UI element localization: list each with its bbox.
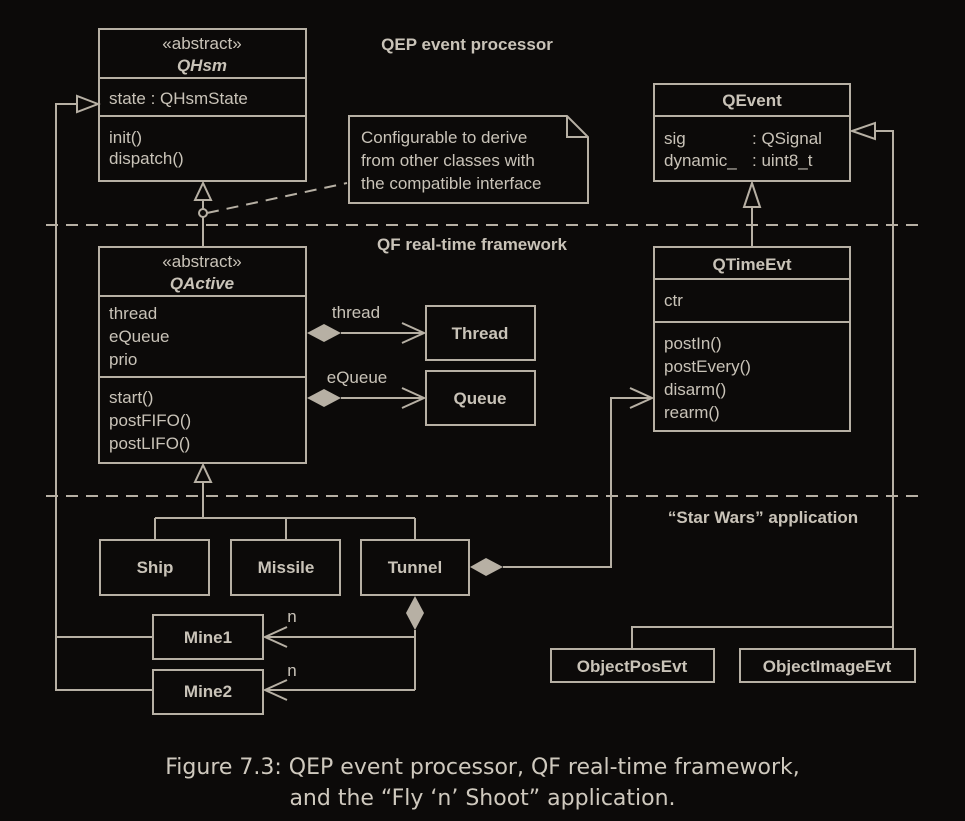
multiplicity-mine1: n [287, 607, 296, 626]
qhsm-attribute: state : QHsmState [109, 89, 248, 108]
qevent-attribute-name: dynamic_ [664, 151, 737, 170]
objectposevt-name: ObjectPosEvt [577, 657, 688, 676]
qtimeevt-operation: rearm() [664, 403, 720, 422]
generalization-qtimeevt-qevent [742, 179, 762, 247]
class-objectposevt[interactable]: ObjectPosEvt [550, 648, 715, 683]
section-title-qep: QEP event processor [381, 35, 553, 54]
section-title-app: “Star Wars” application [668, 508, 858, 527]
qactive-name: QActive [170, 274, 234, 293]
note-line: from other classes with [361, 151, 535, 170]
class-qtimeevt[interactable]: QTimeEvt ctr postIn() postEvery() disarm… [653, 246, 851, 432]
ship-name: Ship [137, 558, 174, 577]
generalization-qactive-qhsm [193, 180, 213, 247]
qhsm-operation: dispatch() [109, 149, 184, 168]
class-mine1[interactable]: Mine1 [152, 614, 264, 660]
class-tunnel[interactable]: Tunnel [360, 539, 470, 596]
class-thread[interactable]: Thread [425, 305, 536, 361]
note-line: the compatible interface [361, 174, 542, 193]
qtimeevt-operation: postIn() [664, 334, 722, 353]
qactive-attribute: thread [109, 304, 157, 323]
generalization-mines-qhsm [55, 94, 153, 691]
class-qhsm[interactable]: «abstract» QHsm state : QHsmState init()… [98, 28, 307, 182]
queue-name: Queue [454, 389, 507, 408]
composition-qactive-thread: thread [307, 303, 427, 344]
generalization-app-qactive [154, 462, 416, 540]
uml-class-diagram: QEP event processor QF real-time framewo… [46, 28, 918, 715]
qactive-attribute: eQueue [109, 327, 170, 346]
class-ship[interactable]: Ship [99, 539, 210, 596]
qevent-name: QEvent [722, 91, 782, 110]
figure-caption-line1: Figure 7.3: QEP event processor, QF real… [165, 755, 800, 780]
composition-tunnel-mines: n n [262, 596, 424, 701]
generalization-events-qevent [631, 121, 894, 649]
mine2-name: Mine2 [184, 682, 232, 701]
role-equeue: eQueue [327, 368, 388, 387]
tunnel-name: Tunnel [388, 558, 442, 577]
class-qevent[interactable]: QEvent sig : QSignal dynamic_ : uint8_t [653, 83, 851, 182]
section-title-qf: QF real-time framework [377, 235, 567, 254]
composition-tunnel-qtimeevt [470, 387, 655, 576]
role-thread: thread [332, 303, 380, 322]
missile-name: Missile [258, 558, 315, 577]
composition-qactive-queue: eQueue [307, 368, 427, 409]
qevent-attribute-type: : uint8_t [752, 151, 813, 170]
qactive-operation: postFIFO() [109, 411, 191, 430]
class-mine2[interactable]: Mine2 [152, 669, 264, 715]
qtimeevt-attribute: ctr [664, 291, 683, 310]
note-configurable: Configurable to derive from other classe… [348, 115, 589, 204]
qhsm-operation: init() [109, 128, 142, 147]
multiplicity-mine2: n [287, 661, 296, 680]
qactive-stereotype: «abstract» [162, 252, 241, 271]
qactive-operation: start() [109, 388, 153, 407]
class-qactive[interactable]: «abstract» QActive thread eQueue prio st… [98, 246, 307, 464]
objectimageevt-name: ObjectImageEvt [763, 657, 892, 676]
qtimeevt-operation: postEvery() [664, 357, 751, 376]
mine1-name: Mine1 [184, 628, 232, 647]
qhsm-name: QHsm [177, 56, 227, 75]
class-missile[interactable]: Missile [230, 539, 341, 596]
qevent-attribute-name: sig [664, 129, 686, 148]
figure-caption-line2: and the “Fly ‘n’ Shoot” application. [289, 786, 676, 811]
qhsm-stereotype: «abstract» [162, 34, 241, 53]
note-anchor-line [206, 182, 348, 214]
qactive-operation: postLIFO() [109, 434, 190, 453]
qactive-attribute: prio [109, 350, 137, 369]
class-objectimageevt[interactable]: ObjectImageEvt [739, 648, 916, 683]
thread-name: Thread [452, 324, 509, 343]
note-line: Configurable to derive [361, 128, 527, 147]
qtimeevt-name: QTimeEvt [712, 255, 791, 274]
qevent-attribute-type: : QSignal [752, 129, 822, 148]
class-queue[interactable]: Queue [425, 370, 536, 426]
qtimeevt-operation: disarm() [664, 380, 726, 399]
